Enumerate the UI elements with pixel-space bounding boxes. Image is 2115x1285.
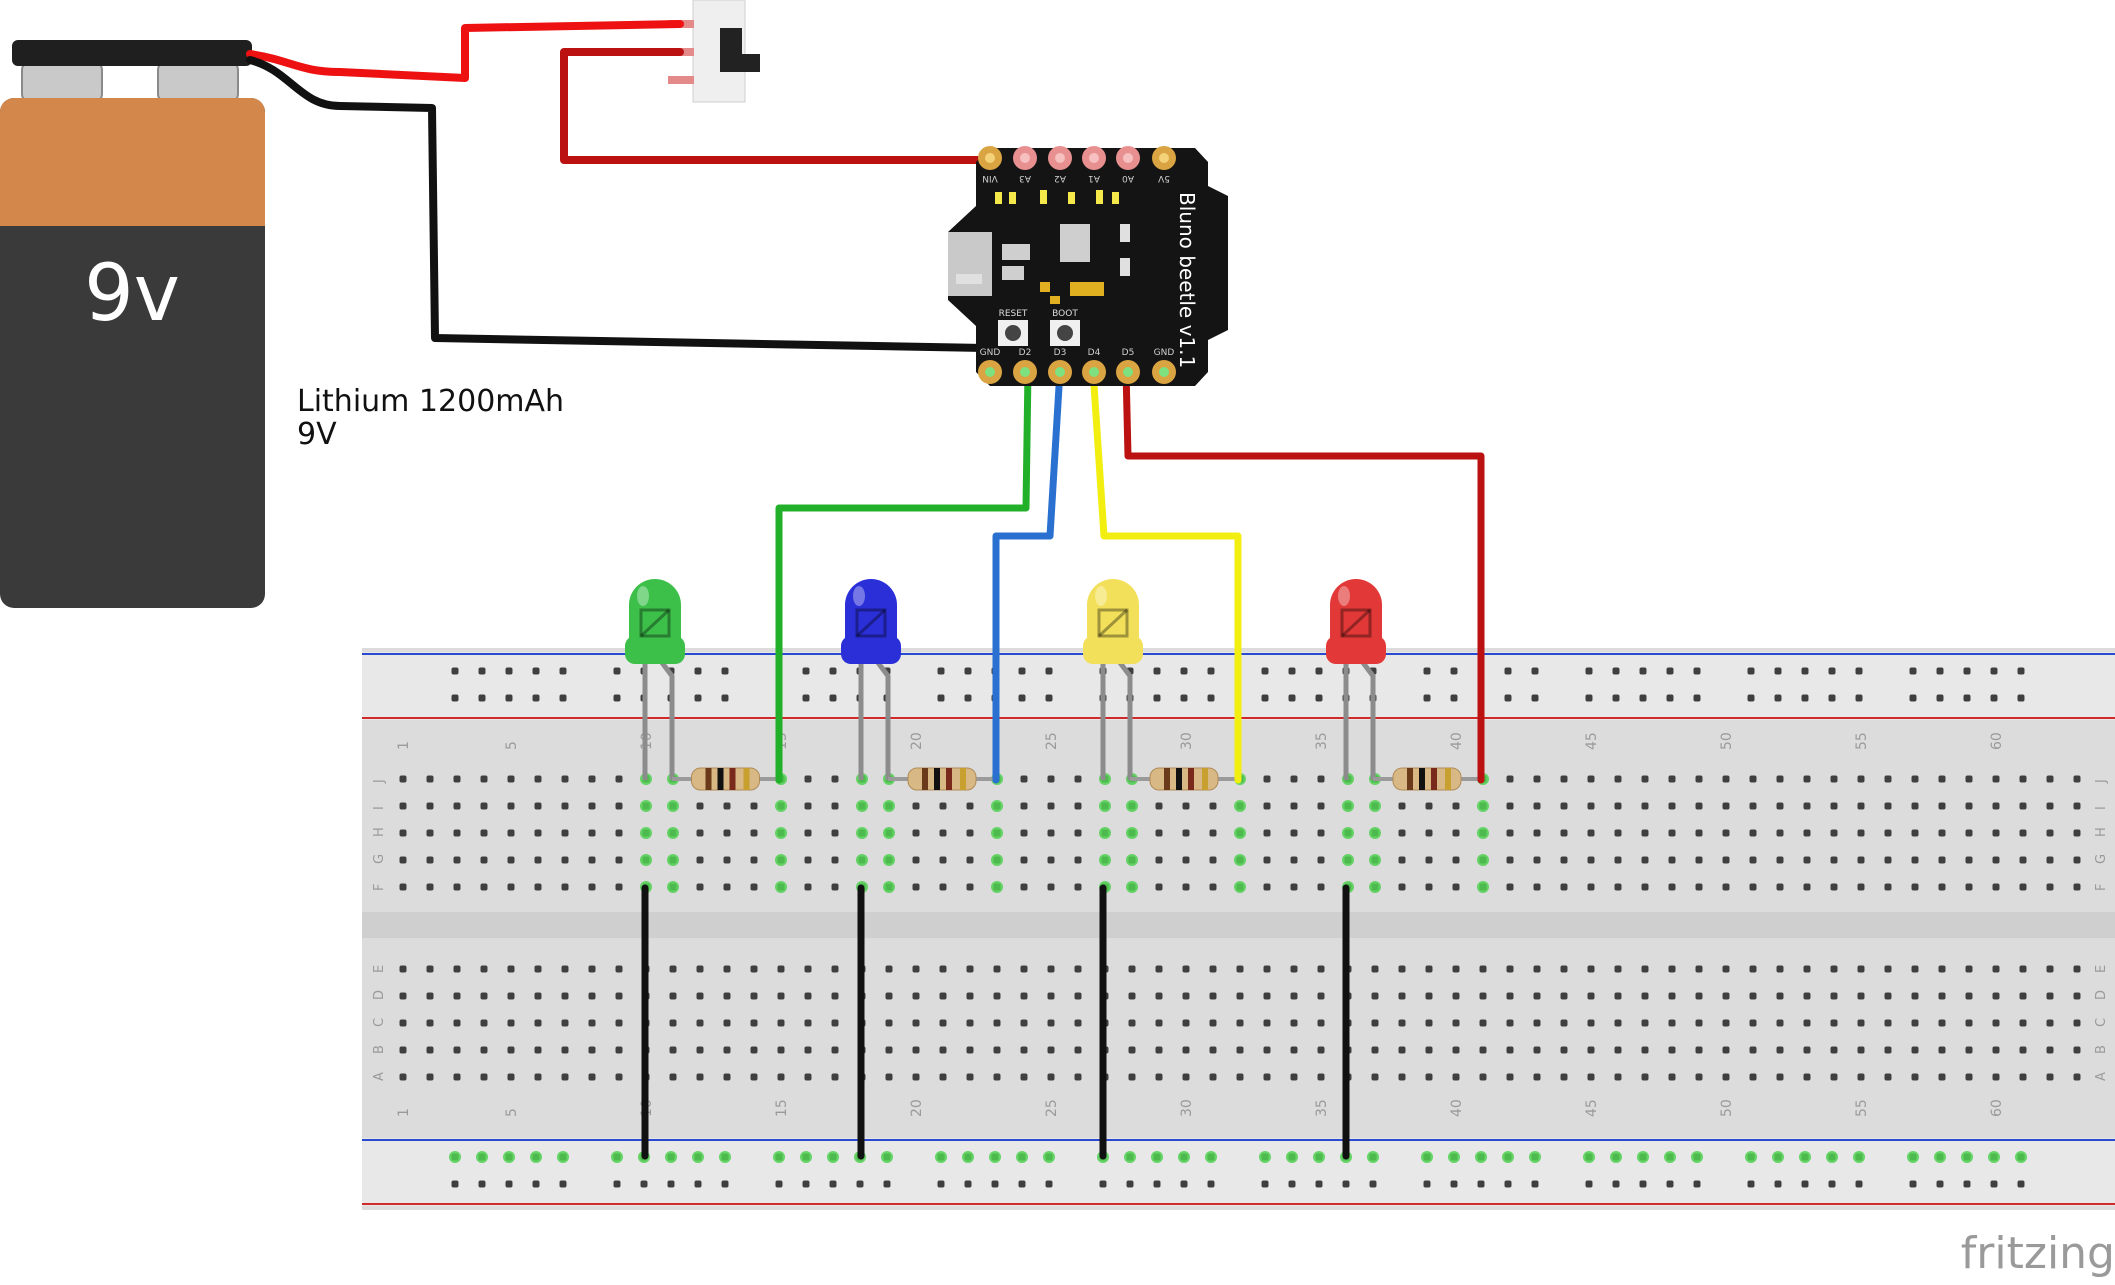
battery-caption-line1: Lithium 1200mAh [297, 384, 564, 419]
led-red[interactable] [1326, 579, 1386, 664]
row-letter: D [2094, 990, 2109, 1000]
resistor[interactable] [1130, 767, 1238, 791]
led-legs [642, 658, 1376, 780]
led-yellow[interactable] [1083, 579, 1143, 664]
wire-switch-to-vin[interactable] [560, 48, 994, 164]
wire-battery-positive[interactable] [246, 20, 684, 82]
row-letter: B [372, 1045, 387, 1054]
row-letter: F [2094, 884, 2109, 891]
bluno-beetle-board[interactable]: VIN A3 A2 A1 A0 5V GND D2 D3 D4 D5 GND RESET BOOT B… [948, 146, 1228, 386]
reset-button-label: RESET [999, 309, 1028, 319]
column-number: 55 [1854, 732, 1870, 750]
pin-label: A2 [1054, 173, 1066, 183]
row-letter: B [2094, 1045, 2109, 1054]
resistor[interactable] [672, 767, 779, 791]
row-letter: H [2094, 827, 2109, 837]
row-letter: G [372, 854, 387, 864]
column-number: 40 [1449, 732, 1465, 750]
resistors [672, 767, 1481, 791]
column-number: 35 [1314, 732, 1330, 750]
led-blue[interactable] [841, 579, 901, 664]
battery-terminal-left [21, 61, 103, 103]
column-number: 40 [1449, 1099, 1465, 1117]
row-letter: I [372, 806, 387, 810]
battery-caption-line2: 9V [297, 417, 337, 452]
row-letter: F [372, 884, 387, 891]
leds [625, 579, 1386, 664]
pin-label: D2 [1019, 348, 1032, 358]
column-number: 35 [1314, 1099, 1330, 1117]
main-chip [1060, 224, 1090, 262]
pin-label: VIN [982, 173, 998, 183]
row-letter: A [2094, 1072, 2109, 1081]
row-letter: I [2094, 806, 2109, 810]
wire-d4-yellow[interactable] [1089, 366, 1242, 784]
row-letter: G [2094, 854, 2109, 864]
column-number: 30 [1179, 732, 1195, 750]
wire-d5-red[interactable] [1122, 366, 1485, 784]
crystal [1070, 282, 1104, 296]
column-number: 50 [1719, 1099, 1735, 1117]
pin-label: GND [1154, 348, 1175, 358]
column-number: 50 [1719, 732, 1735, 750]
pin-label: 5V [1157, 173, 1170, 183]
connected-holes [449, 773, 2027, 1163]
pin-label: A1 [1088, 173, 1100, 183]
column-number: 5 [504, 1108, 520, 1117]
signal-wires [775, 366, 1485, 784]
fritzing-watermark: fritzing [1961, 1228, 2115, 1279]
row-letter: J [2094, 779, 2109, 784]
row-letter: E [2094, 965, 2109, 973]
bottom-power-rail [362, 1138, 2115, 1206]
battery-top-band [0, 98, 265, 226]
row-letter: J [372, 779, 387, 784]
column-number: 5 [504, 741, 520, 750]
center-channel [362, 912, 2115, 938]
wire-d2-green[interactable] [775, 366, 1032, 784]
boot-button-label: BOOT [1052, 309, 1078, 319]
board-pins: VIN A3 A2 A1 A0 5V GND D2 D3 D4 D5 GND [978, 146, 1176, 384]
column-number: 15 [774, 1099, 790, 1117]
breadboard-holes [399, 667, 2081, 1188]
row-letter: H [372, 827, 387, 837]
column-number: 1 [396, 741, 412, 750]
column-number: 25 [1044, 732, 1060, 750]
usb-connector [948, 232, 992, 296]
column-number: 20 [909, 1099, 925, 1117]
board-title: Bluno beetle v1.1 [1175, 192, 1199, 368]
battery-clip [12, 40, 252, 66]
column-number: 20 [909, 732, 925, 750]
wire-battery-ground[interactable] [246, 56, 989, 352]
resistor[interactable] [888, 767, 996, 791]
battery-voltage-label: 9v [84, 249, 180, 339]
pin-label: D5 [1122, 348, 1135, 358]
row-letter: A [372, 1072, 387, 1081]
column-number: 60 [1989, 1099, 2005, 1117]
row-letter: E [372, 965, 387, 973]
column-number: 55 [1854, 1099, 1870, 1117]
pin-label: D4 [1088, 348, 1101, 358]
pin-label: GND [980, 348, 1001, 358]
column-number: 45 [1584, 732, 1600, 750]
pin-label: A3 [1019, 173, 1031, 183]
column-number: 45 [1584, 1099, 1600, 1117]
battery-terminal-right [157, 61, 239, 103]
column-number: 30 [1179, 1099, 1195, 1117]
resistor[interactable] [1373, 767, 1481, 791]
led-green[interactable] [625, 579, 685, 664]
ground-jumpers [641, 884, 1350, 1160]
row-letter: D [372, 990, 387, 1000]
battery-9v: 9v [0, 40, 265, 608]
column-number: 60 [1989, 732, 2005, 750]
column-number: 1 [396, 1108, 412, 1117]
column-number: 25 [1044, 1099, 1060, 1117]
wire-d3-blue[interactable] [992, 366, 1064, 784]
pin-label: D3 [1054, 348, 1067, 358]
row-letter: C [372, 1018, 387, 1027]
pin-label: A0 [1122, 173, 1134, 183]
battery-wires [246, 20, 994, 352]
row-letter: C [2094, 1018, 2109, 1027]
